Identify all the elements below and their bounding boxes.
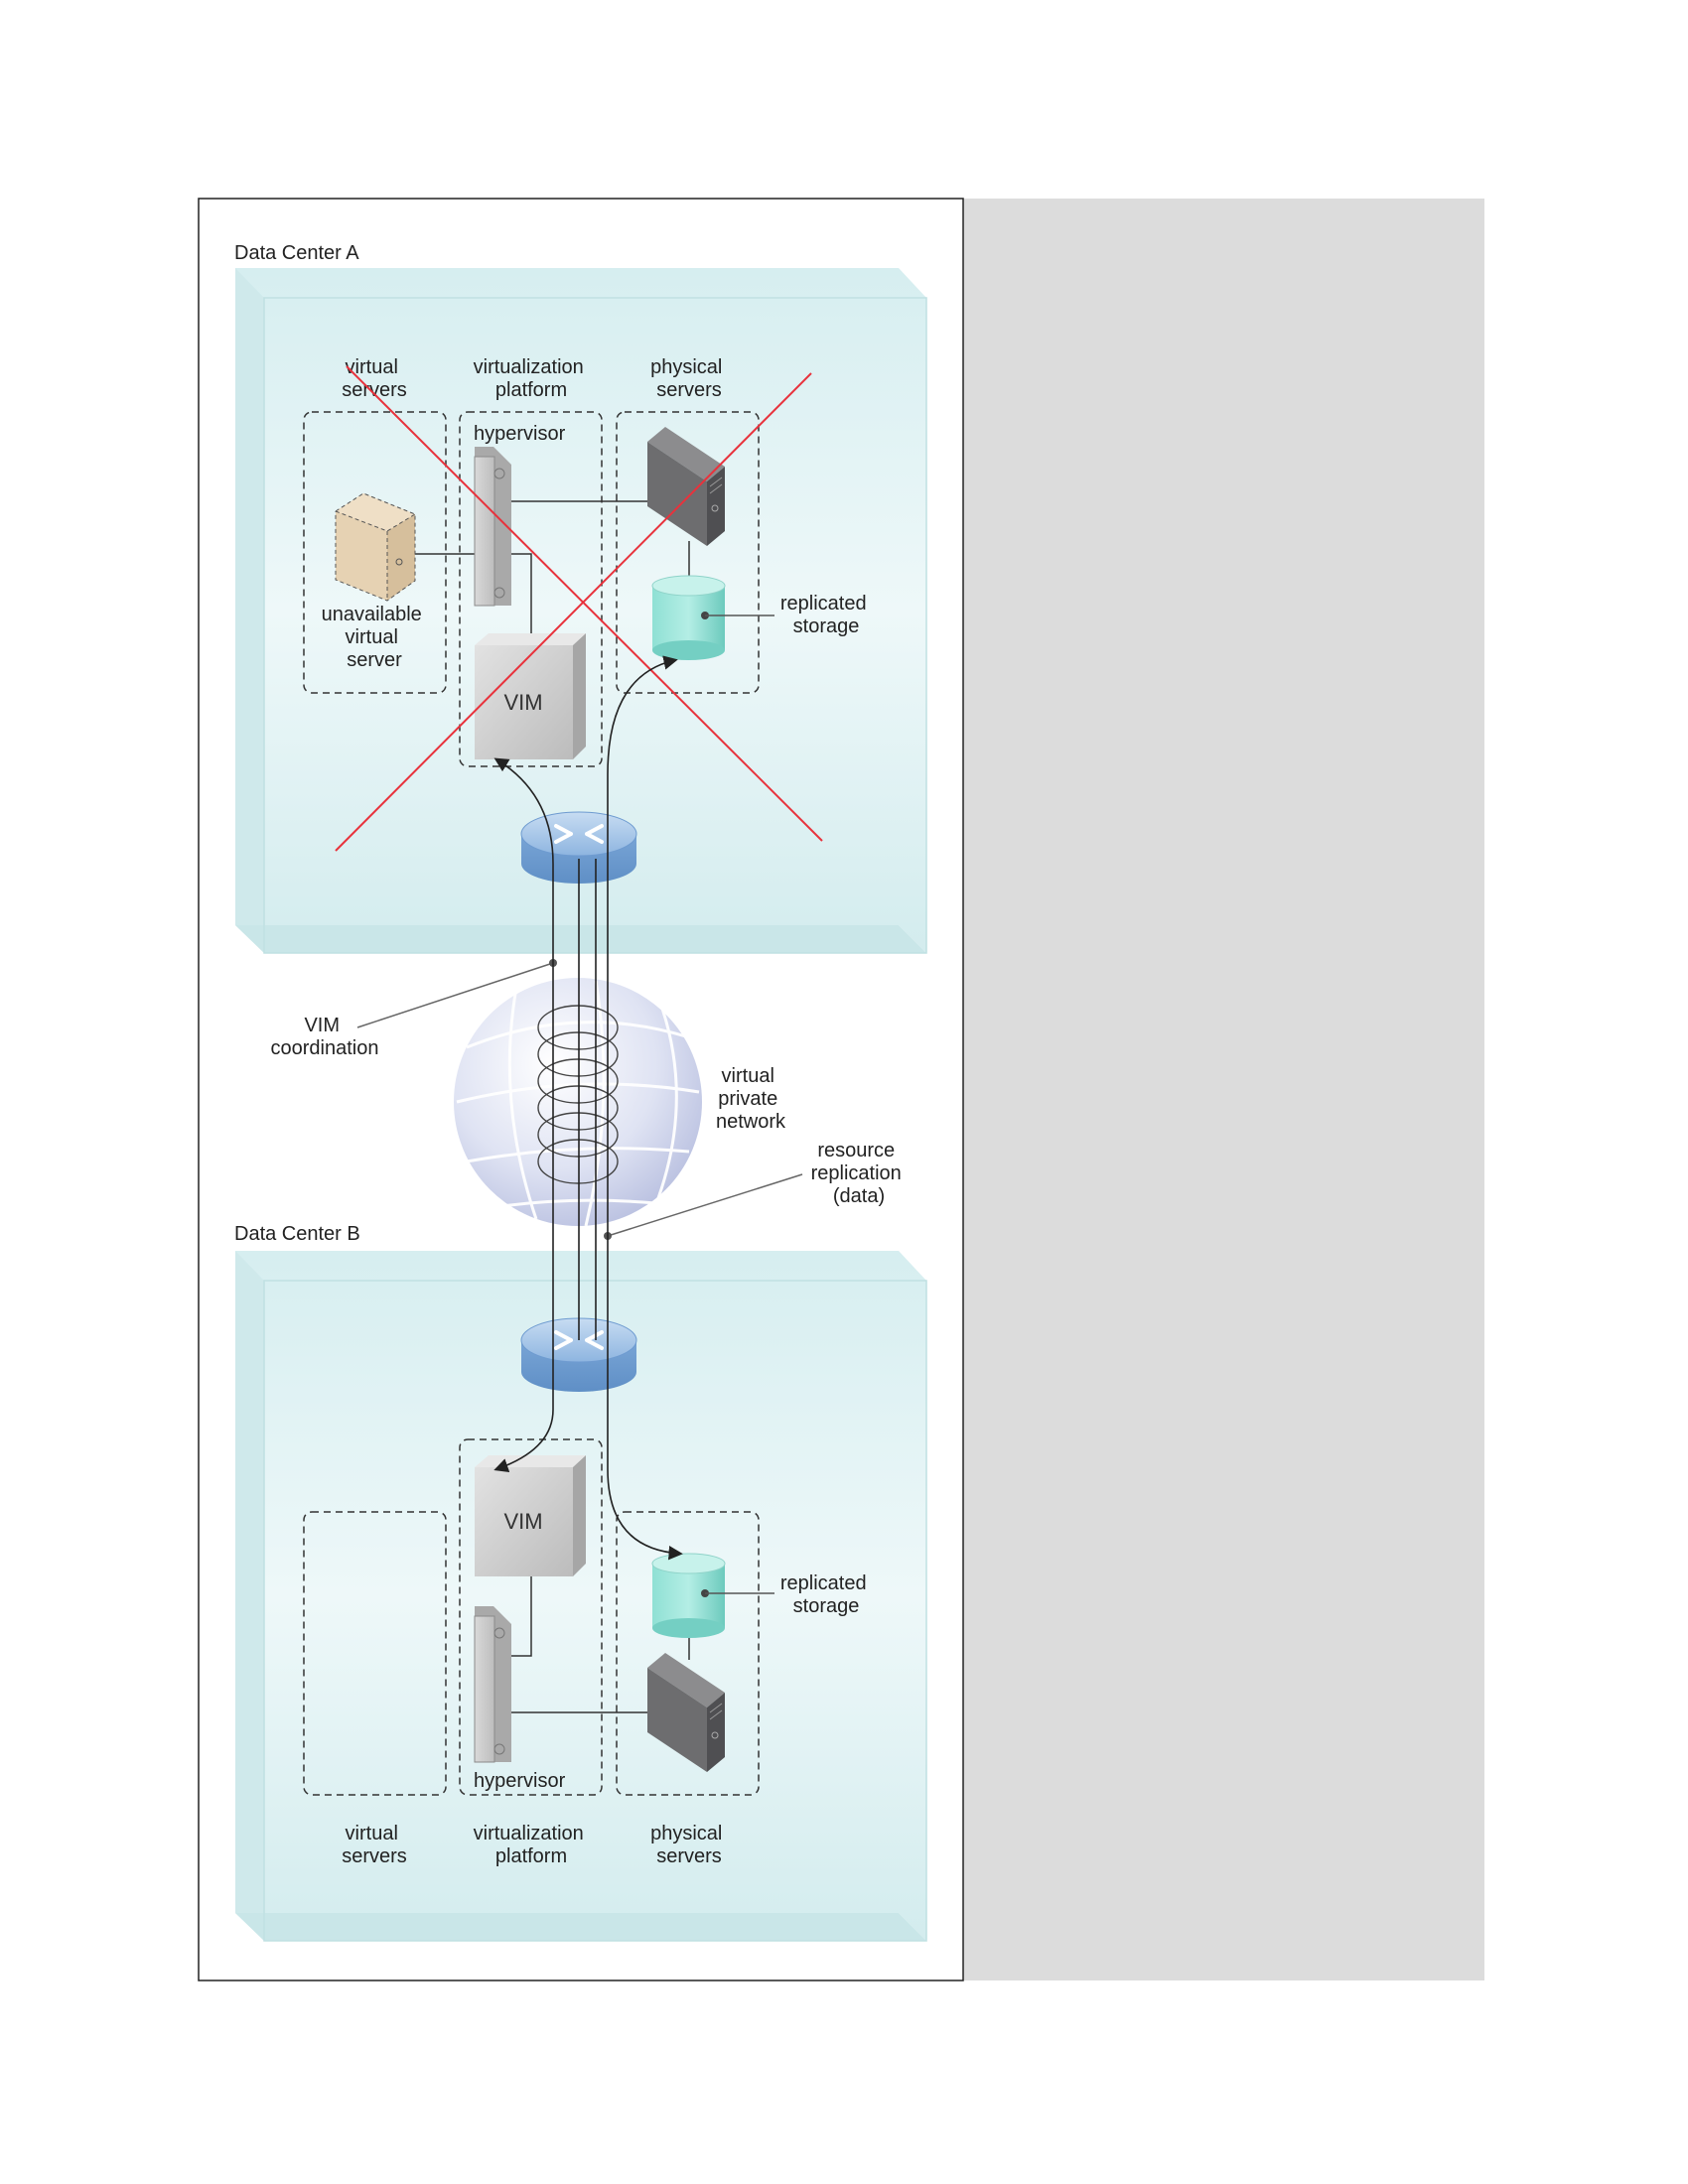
vpn-label: virtual private network xyxy=(716,1065,786,1133)
vpn-network: VIM coordination virtual private network… xyxy=(271,959,908,1240)
physical-server-icon-b xyxy=(647,1653,725,1772)
datacenter-a-title: Data Center A xyxy=(234,242,359,264)
vim-box-b: VIM xyxy=(475,1455,586,1576)
datacenter-b: Data Center B VIM xyxy=(234,1223,927,1942)
unavailable-virtual-server-icon xyxy=(335,492,416,602)
hypervisor-rack-a xyxy=(474,447,511,607)
inter-datacenter-links xyxy=(493,655,683,1561)
hypervisor-label-b: hypervisor xyxy=(474,1770,566,1792)
vim-coordination-arrow-a xyxy=(493,757,554,1410)
replicated-storage-label-b: replicated storage xyxy=(780,1572,872,1617)
datacenter-a-room-left-wall xyxy=(235,268,264,953)
datacenter-a-room xyxy=(235,268,926,953)
virtual-servers-group-a xyxy=(303,411,447,694)
physical-servers-group-a xyxy=(616,411,760,694)
replicated-storage-label-a: replicated storage xyxy=(780,593,872,637)
replication-arrow-b xyxy=(607,1241,683,1561)
hypervisor-rack-b xyxy=(474,1606,511,1763)
col-virtualization-platform-label-b: virtualization platform xyxy=(474,1823,590,1867)
col-physical-servers-label-b: physical servers xyxy=(650,1823,728,1867)
vim-coordination-label: VIM coordination xyxy=(271,1015,379,1059)
unavailable-virtual-server-label: unavailable virtual server xyxy=(322,604,428,671)
col-virtual-servers-label-a: virtual servers xyxy=(342,356,407,401)
physical-server-icon-a xyxy=(647,427,725,546)
resource-replication-label: resource replication (data) xyxy=(811,1140,908,1207)
vim-box-a: VIM xyxy=(475,633,586,759)
svg-text:VIM: VIM xyxy=(503,690,542,715)
col-virtual-servers-label-b: virtual servers xyxy=(342,1823,407,1867)
vim-coordination-arrow-b xyxy=(493,1409,554,1472)
replicated-storage-icon-a xyxy=(651,575,726,660)
vpn-tunnel-coil xyxy=(537,1005,619,1184)
virtualization-platform-group-b xyxy=(459,1438,603,1796)
virtual-servers-group-b xyxy=(303,1511,447,1796)
datacenter-b-title: Data Center B xyxy=(234,1223,360,1245)
side-panel xyxy=(963,199,1484,1980)
physical-servers-group-b xyxy=(616,1511,760,1796)
replicated-storage-icon-b xyxy=(651,1553,726,1638)
failure-cross xyxy=(335,365,823,852)
datacenter-b-room xyxy=(235,1251,926,1941)
virtualization-platform-group-a xyxy=(459,411,603,767)
svg-text:VIM: VIM xyxy=(503,1509,542,1534)
datacenter-a: Data Center A virtual servers virtualiza… xyxy=(234,242,927,954)
vpn-globe-icon xyxy=(454,978,702,1226)
hypervisor-label-a: hypervisor xyxy=(474,423,566,445)
col-virtualization-platform-label-a: virtualization platform xyxy=(474,356,590,401)
replication-arrow-a xyxy=(607,655,678,1241)
datacenter-a-room-floor xyxy=(235,925,926,953)
col-physical-servers-label-a: physical servers xyxy=(650,356,728,401)
